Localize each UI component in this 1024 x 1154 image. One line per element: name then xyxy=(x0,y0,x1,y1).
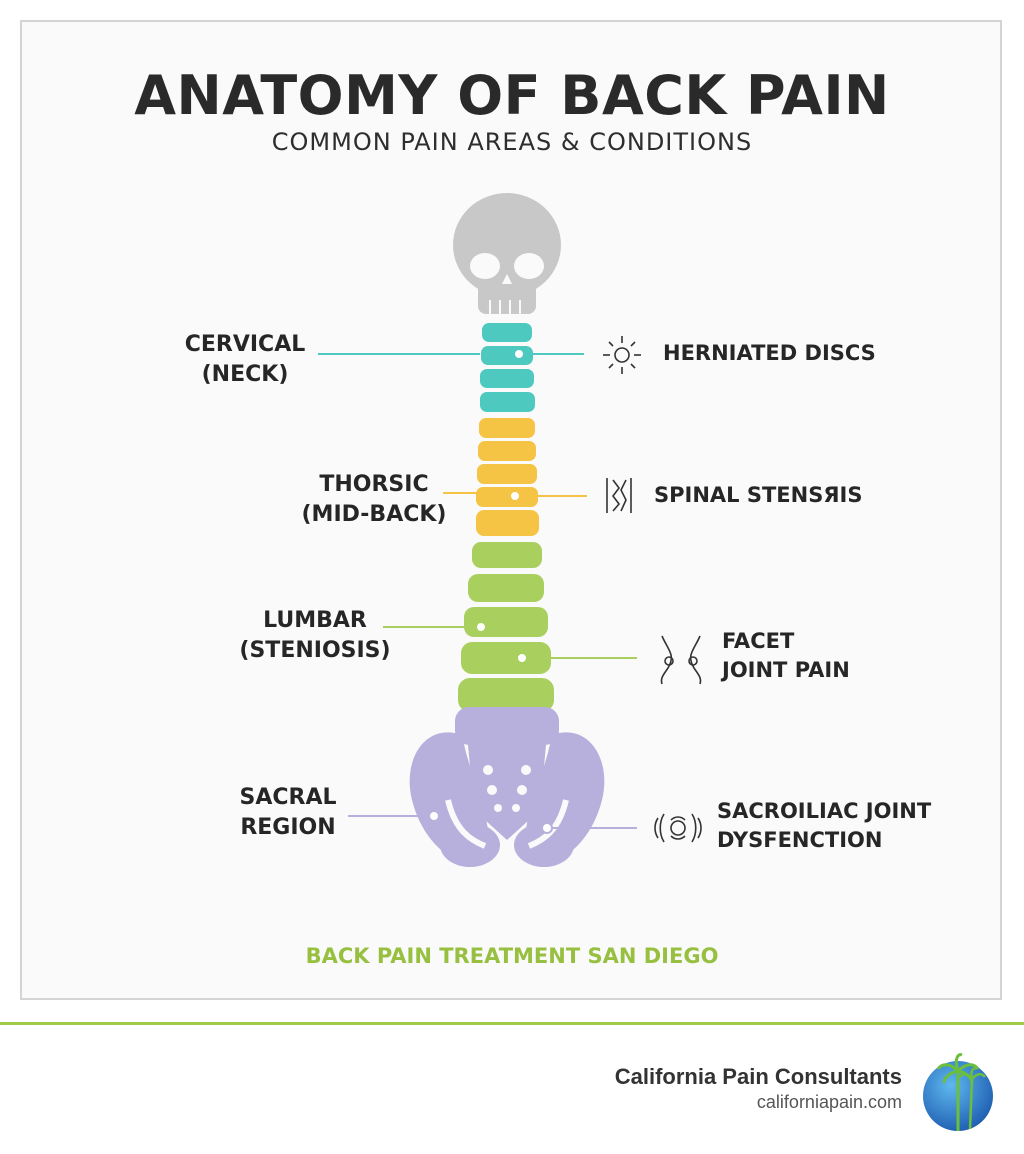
condition-label-spinal-stenosis: SPINAL STENSЯIS xyxy=(654,481,862,510)
region-desc: (STENIOSIS) xyxy=(239,638,391,663)
condition-connectors xyxy=(509,348,637,834)
condition-label-sacroiliac: SACROILIAC JOINT DYSFENCTION xyxy=(717,797,931,855)
thoracic-vertebrae xyxy=(476,418,539,536)
lumbar-vertebrae xyxy=(458,542,554,712)
condition-name: HERNIATED DISCS xyxy=(663,341,876,365)
spine-diagram xyxy=(318,193,702,867)
page-title: ANATOMY OF BACK PAIN xyxy=(134,64,890,127)
condition-desc: JOINT PAIN xyxy=(722,658,850,682)
condition-name: SACROILIAC JOINT xyxy=(717,799,932,823)
region-name: SACRAL xyxy=(239,785,337,810)
palm-tree-globe-icon xyxy=(923,1053,993,1131)
brand-name[interactable]: California Pain Consultants xyxy=(614,1064,902,1089)
footer-divider xyxy=(0,1022,1024,1025)
region-label-thoracic: THORSIC (MID-BACK) xyxy=(292,470,456,530)
page-subtitle: COMMON PAIN AREAS & CONDITIONS xyxy=(271,128,753,156)
region-desc: REGION xyxy=(240,815,336,840)
brand-url-link[interactable]: californiapain.com xyxy=(756,1092,902,1112)
sacroiliac-joint-icon xyxy=(654,813,702,843)
region-connectors xyxy=(318,353,487,822)
region-label-lumbar: LUMBAR (STENIOSIS) xyxy=(238,606,392,666)
spinal-stenosis-icon xyxy=(606,478,632,513)
skull-illustration xyxy=(453,193,561,314)
region-label-sacral: SACRAL REGION xyxy=(228,783,348,843)
condition-desc: DYSFENCTION xyxy=(717,828,883,852)
facet-joint-icon xyxy=(660,635,702,685)
region-label-cervical: CERVICAL (NECK) xyxy=(172,330,318,390)
pelvis-illustration xyxy=(409,707,605,867)
condition-name: SPINAL STENSЯIS xyxy=(654,483,863,507)
herniated-disc-icon xyxy=(603,336,641,374)
region-desc: (NECK) xyxy=(201,362,289,387)
footer-tagline: BACK PAIN TREATMENT SAN DIEGO xyxy=(305,944,719,968)
region-name: LUMBAR xyxy=(263,608,367,633)
region-desc: (MID-BACK) xyxy=(301,502,447,527)
condition-name: FACET xyxy=(722,629,795,653)
condition-label-herniated-discs: HERNIATED DISCS xyxy=(663,339,876,368)
region-name: CERVICAL xyxy=(184,332,306,357)
region-name: THORSIC xyxy=(319,472,429,497)
cervical-vertebrae xyxy=(480,323,535,412)
condition-label-facet-joint: FACET JOINT PAIN xyxy=(722,627,850,685)
